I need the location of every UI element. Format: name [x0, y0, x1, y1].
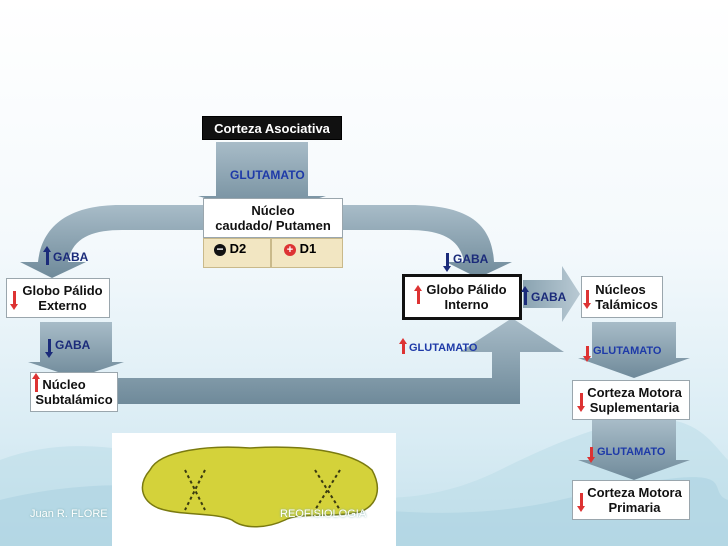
- d1-receptor-cell: + D1: [271, 238, 343, 268]
- arrow-up-icon: [414, 285, 423, 304]
- arrow-down-icon: [45, 338, 53, 358]
- footer-author-text: Juan R. FLORE: [30, 508, 108, 520]
- brain-slice-mark-left: [184, 469, 206, 511]
- sma-line1: Corteza Motora: [587, 385, 682, 400]
- inhibition-icon: −: [214, 243, 226, 256]
- arrow-stn-to-gpi: [118, 318, 564, 404]
- corteza-motora-suplementaria-box: Corteza Motora Suplementaria: [572, 380, 690, 420]
- thalamus-line1: Núcleos: [595, 282, 646, 297]
- gaba-left-label: GABA: [43, 245, 88, 265]
- arrow-striatum-to-gpe: [20, 205, 205, 278]
- gaba-right-label: GABA: [443, 252, 488, 272]
- m1-line2: Primaria: [608, 500, 661, 515]
- arrow-up-icon: [32, 373, 41, 393]
- footer-course-text: REOFISIOLOGIA: [280, 508, 367, 520]
- gpi-line1: Globo Pálido: [426, 282, 507, 297]
- d2-receptor-cell: − D2: [203, 238, 271, 268]
- corteza-motora-primaria-box: Corteza Motora Primaria: [572, 480, 690, 520]
- d1-label: D1: [299, 241, 317, 256]
- arrow-down-icon: [443, 252, 451, 272]
- nucleo-caudado-box: Núcleo caudado/ Putamen: [203, 198, 343, 238]
- arrow-up-icon: [399, 337, 407, 354]
- nucleo-caudado-line2: caudado/ Putamen: [215, 218, 331, 233]
- arrow-up-icon: [43, 245, 51, 265]
- arrow-down-icon: [587, 446, 595, 463]
- arrow-up-icon: [521, 285, 529, 305]
- glutamato-right1-label: GLUTAMATO: [583, 345, 661, 362]
- excitation-icon: +: [284, 243, 296, 256]
- gpe-line1: Globo Pálido: [22, 283, 103, 298]
- corteza-asociativa-box: Corteza Asociativa: [202, 116, 342, 140]
- thalamus-line2: Talámicos: [595, 297, 658, 312]
- sma-line2: Suplementaria: [589, 400, 680, 415]
- arrow-striatum-to-gpi: [340, 205, 512, 278]
- gpi-line2: Interno: [444, 297, 489, 312]
- arrow-down-icon: [577, 393, 586, 412]
- arrow-down-icon: [583, 345, 591, 362]
- arrow-down-icon: [10, 291, 19, 310]
- nucleo-subtalamico-box: Núcleo Subtalámico: [30, 372, 118, 412]
- globo-palido-externo-box: Globo Pálido Externo: [6, 278, 110, 318]
- gaba-lower-left-label: GABA: [45, 338, 90, 358]
- globo-palido-interno-box: Globo Pálido Interno: [402, 274, 522, 320]
- stn-line1: Núcleo: [32, 373, 86, 393]
- nucleo-caudado-line1: Núcleo: [251, 203, 295, 218]
- m1-line1: Corteza Motora: [587, 485, 682, 500]
- glutamato-top-label: GLUTAMATO: [230, 168, 305, 182]
- glutamato-right2-label: GLUTAMATO: [587, 446, 665, 463]
- gaba-thalamus-label: GABA: [521, 285, 566, 305]
- nucleos-talamicos-box: Núcleos Talámicos: [581, 276, 663, 318]
- glutamato-mid-label: GLUTAMATO: [399, 337, 477, 354]
- arrow-down-icon: [577, 493, 586, 512]
- stn-line2: Subtalámico: [35, 392, 113, 408]
- brain-slice-mark-right: [314, 469, 341, 511]
- d2-label: D2: [229, 241, 247, 256]
- gpe-line2: Externo: [38, 298, 87, 313]
- brain-slice-image: [112, 433, 396, 546]
- arrow-down-icon: [583, 290, 592, 309]
